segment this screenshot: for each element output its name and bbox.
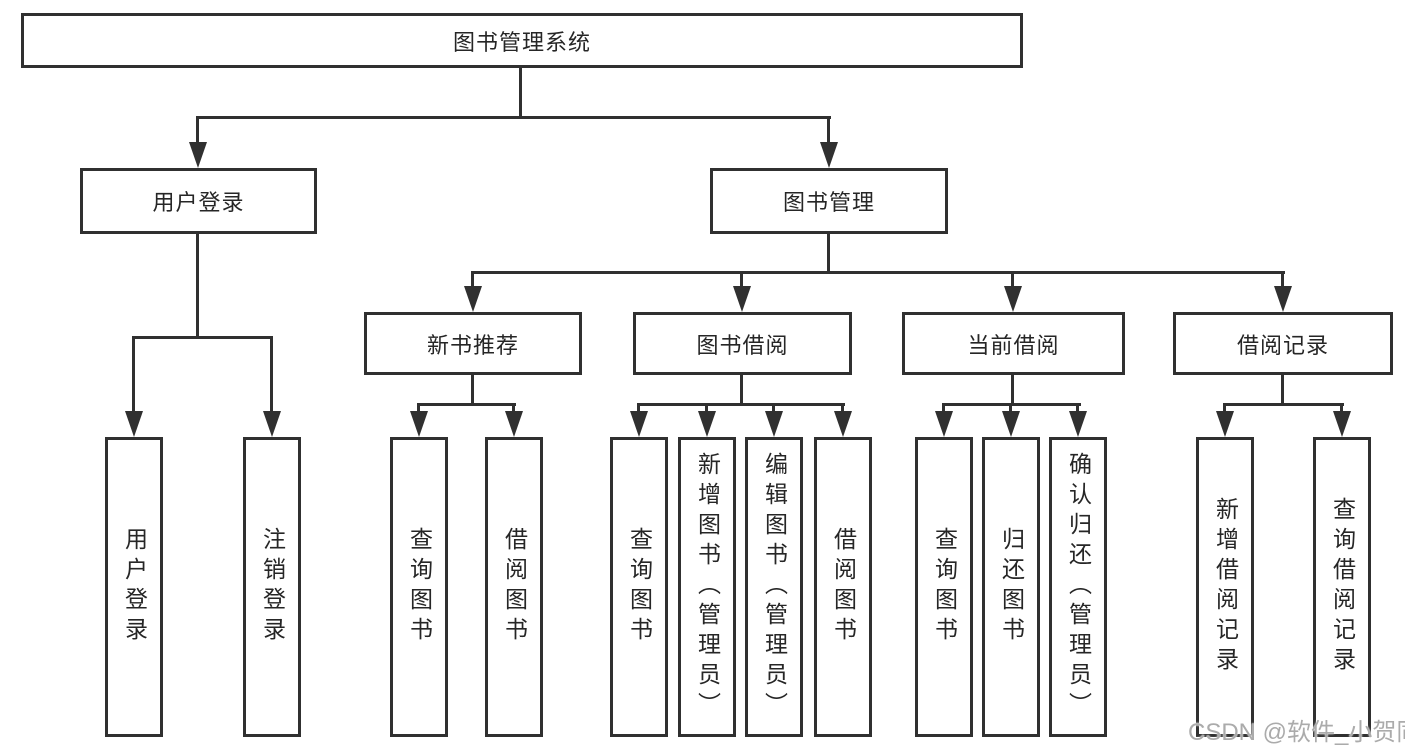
connector-line <box>827 118 830 144</box>
connector-line <box>1011 273 1014 286</box>
leaf-query-books-borrow: 查询图书 <box>610 437 668 737</box>
connector-line <box>1009 405 1012 411</box>
leaf-query-books-borrow-label: 查询图书 <box>626 527 653 647</box>
leaf-user-login: 用户登录 <box>105 437 163 737</box>
arrow-down-icon <box>765 411 783 437</box>
arrow-down-icon <box>1069 411 1087 437</box>
node-borrow-records-label: 借阅记录 <box>1236 332 1329 358</box>
arrow-down-icon <box>464 286 482 312</box>
node-current-borrow-label: 当前借阅 <box>967 332 1060 358</box>
node-new-book-recommend-label: 新书推荐 <box>426 332 519 358</box>
leaf-return-books-label: 归还图书 <box>998 527 1025 647</box>
leaf-borrow-books-label: 借阅图书 <box>830 527 857 647</box>
leaf-user-login-label: 用户登录 <box>121 527 148 647</box>
connector-line <box>740 375 743 406</box>
arrow-down-icon <box>125 411 143 437</box>
connector-line <box>1281 273 1284 286</box>
leaf-add-borrow-record: 新增借阅记录 <box>1196 437 1254 737</box>
connector-line <box>705 405 708 411</box>
arrow-down-icon <box>630 411 648 437</box>
leaf-add-books-admin: 新增图书（管理员） <box>678 437 736 737</box>
connector-line <box>942 403 1081 406</box>
arrow-down-icon <box>1002 411 1020 437</box>
arrow-down-icon <box>1004 286 1022 312</box>
connector-line <box>637 403 845 406</box>
arrow-down-icon <box>189 142 207 168</box>
arrow-down-icon <box>410 411 428 437</box>
connector-line <box>1223 405 1226 411</box>
node-root: 图书管理系统 <box>21 13 1023 68</box>
node-book-borrow: 图书借阅 <box>633 312 852 375</box>
leaf-confirm-return-admin-label: 确认归还（管理员） <box>1065 452 1092 722</box>
arrow-down-icon <box>263 411 281 437</box>
leaf-add-books-admin-label: 新增图书（管理员） <box>694 452 721 722</box>
connector-line <box>417 403 516 406</box>
leaf-query-borrow-record: 查询借阅记录 <box>1313 437 1371 737</box>
connector-line <box>1076 405 1079 411</box>
connector-line <box>841 405 844 411</box>
connector-line <box>1011 375 1014 406</box>
leaf-logout: 注销登录 <box>243 437 301 737</box>
connector-line <box>637 405 640 411</box>
node-new-book-recommend: 新书推荐 <box>364 312 582 375</box>
arrow-down-icon <box>1216 411 1234 437</box>
leaf-add-borrow-record-label: 新增借阅记录 <box>1212 497 1239 677</box>
node-borrow-records: 借阅记录 <box>1173 312 1393 375</box>
leaf-query-books-current-label: 查询图书 <box>931 527 958 647</box>
connector-line <box>942 405 945 411</box>
arrow-down-icon <box>505 411 523 437</box>
arrow-down-icon <box>698 411 716 437</box>
node-current-borrow: 当前借阅 <box>902 312 1125 375</box>
connector-line <box>740 273 743 286</box>
leaf-edit-books-admin: 编辑图书（管理员） <box>745 437 803 737</box>
leaf-return-books: 归还图书 <box>982 437 1040 737</box>
connector-line <box>1340 405 1343 411</box>
leaf-edit-books-admin-label: 编辑图书（管理员） <box>761 452 788 722</box>
connector-line <box>196 116 831 119</box>
connector-line <box>471 273 474 286</box>
connector-line <box>772 405 775 411</box>
connector-line <box>471 271 1285 274</box>
leaf-borrow-books-recommend-label: 借阅图书 <box>501 527 528 647</box>
node-book-management-label: 图书管理 <box>782 190 875 215</box>
connector-line <box>512 405 515 411</box>
arrow-down-icon <box>834 411 852 437</box>
watermark: CSDN @软件_小贺同学 <box>1188 719 1405 746</box>
leaf-logout-label: 注销登录 <box>259 527 286 647</box>
connector-line <box>519 68 522 119</box>
arrow-down-icon <box>1274 286 1292 312</box>
leaf-borrow-books: 借阅图书 <box>814 437 872 737</box>
arrow-down-icon <box>820 142 838 168</box>
connector-line <box>132 336 273 339</box>
arrow-down-icon <box>733 286 751 312</box>
node-book-borrow-label: 图书借阅 <box>696 332 789 358</box>
node-user-login: 用户登录 <box>80 168 317 234</box>
leaf-confirm-return-admin: 确认归还（管理员） <box>1049 437 1107 737</box>
arrow-down-icon <box>935 411 953 437</box>
node-book-management: 图书管理 <box>710 168 948 234</box>
connector-line <box>196 118 199 144</box>
arrow-down-icon <box>1333 411 1351 437</box>
leaf-borrow-books-recommend: 借阅图书 <box>485 437 543 737</box>
connector-line <box>827 234 830 273</box>
leaf-query-books-recommend: 查询图书 <box>390 437 448 737</box>
connector-line <box>270 338 273 411</box>
connector-line <box>1281 375 1284 406</box>
connector-line <box>417 405 420 411</box>
leaf-query-books-recommend-label: 查询图书 <box>406 527 433 647</box>
connector-line <box>132 338 135 411</box>
node-root-label: 图书管理系统 <box>452 29 591 55</box>
node-user-login-label: 用户登录 <box>152 190 245 215</box>
leaf-query-borrow-record-label: 查询借阅记录 <box>1329 497 1356 677</box>
connector-line <box>196 234 199 338</box>
connector-line <box>1223 403 1344 406</box>
leaf-query-books-current: 查询图书 <box>915 437 973 737</box>
connector-line <box>471 375 474 406</box>
